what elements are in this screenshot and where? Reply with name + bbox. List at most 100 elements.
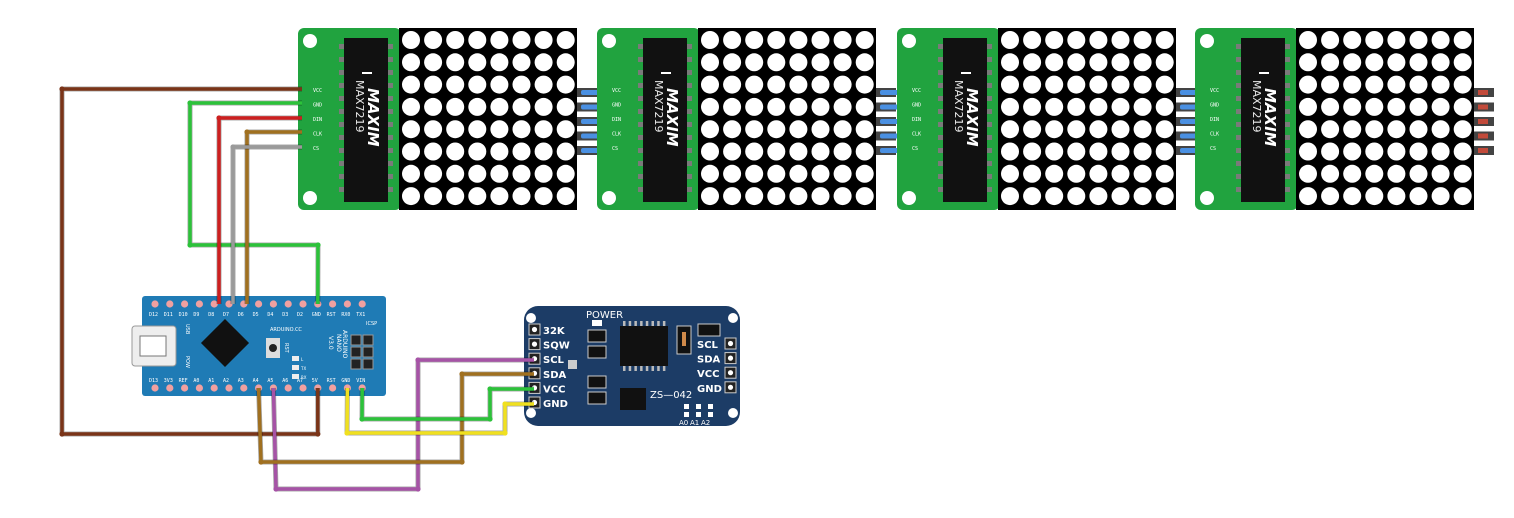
matrix-led bbox=[424, 75, 443, 94]
matrix-led bbox=[767, 164, 786, 183]
rtc-chip-leg bbox=[657, 366, 660, 371]
reset-knob[interactable] bbox=[269, 344, 277, 352]
matrix-led bbox=[1111, 31, 1130, 49]
chip-leg bbox=[339, 174, 344, 179]
chip-leg bbox=[638, 96, 643, 101]
addr-pad bbox=[708, 404, 713, 409]
matrix-led bbox=[1409, 53, 1428, 72]
matrix-led bbox=[1155, 31, 1174, 49]
matrix-led bbox=[468, 142, 487, 161]
matrix-led bbox=[1023, 164, 1042, 183]
nano-pin bbox=[329, 384, 337, 392]
chip-leg bbox=[938, 83, 943, 88]
nano-pin bbox=[210, 300, 218, 308]
chip-leg bbox=[1285, 122, 1290, 127]
module-connector bbox=[876, 88, 902, 155]
matrix-led bbox=[1387, 142, 1406, 161]
matrix-led bbox=[1155, 142, 1174, 161]
nano-pin-label: RST bbox=[327, 312, 336, 318]
wire-bend bbox=[502, 430, 508, 436]
matrix-led bbox=[1089, 31, 1108, 49]
matrix-led bbox=[446, 31, 465, 49]
rtc-chip-leg bbox=[640, 366, 643, 371]
pin-label: DIN bbox=[1210, 117, 1219, 123]
matrix-led bbox=[1453, 142, 1472, 161]
icsp-pin bbox=[362, 346, 374, 358]
matrix-led bbox=[855, 75, 874, 94]
icsp-pin bbox=[350, 334, 362, 346]
matrix-led bbox=[1321, 187, 1340, 206]
matrix-led bbox=[1045, 97, 1064, 116]
rtc-component bbox=[587, 375, 607, 389]
chip-leg bbox=[388, 44, 393, 49]
chip-leg bbox=[388, 83, 393, 88]
nano-pin-label: RX0 bbox=[341, 312, 350, 318]
matrix-led bbox=[490, 75, 509, 94]
rtc-hole bbox=[728, 408, 738, 418]
chip-leg bbox=[339, 70, 344, 75]
chip-leg bbox=[638, 135, 643, 140]
matrix-face bbox=[1296, 28, 1474, 210]
matrix-led bbox=[745, 164, 764, 183]
nano-pin-label: A0 bbox=[193, 378, 199, 384]
matrix-led bbox=[1343, 187, 1362, 206]
matrix-led bbox=[1045, 142, 1064, 161]
matrix-led bbox=[534, 97, 553, 116]
chip-leg bbox=[1236, 148, 1241, 153]
mounting-hole bbox=[1200, 191, 1214, 205]
nano-board bbox=[142, 296, 386, 396]
chip-leg bbox=[339, 122, 344, 127]
wire-bend bbox=[187, 242, 193, 248]
wire-cs bbox=[231, 145, 302, 304]
matrix-led bbox=[534, 142, 553, 161]
power-label: POWER bbox=[586, 310, 623, 321]
matrix-led bbox=[723, 31, 742, 49]
matrix-led bbox=[745, 97, 764, 116]
nano-pin-label: A1 bbox=[208, 378, 214, 384]
matrix-led bbox=[789, 31, 808, 49]
matrix-led bbox=[767, 31, 786, 49]
matrix-led bbox=[789, 120, 808, 139]
chip-leg bbox=[687, 187, 692, 192]
matrix-led bbox=[745, 31, 764, 49]
nano-pin bbox=[195, 300, 203, 308]
rtc-chip-leg bbox=[645, 366, 649, 371]
matrix-led bbox=[402, 53, 420, 72]
matrix-led bbox=[811, 31, 830, 49]
chip-leg bbox=[1285, 109, 1290, 114]
pin-label: CLK bbox=[313, 132, 322, 138]
connector-end bbox=[1478, 104, 1488, 110]
chip-leg bbox=[687, 161, 692, 166]
connector-jumper bbox=[880, 90, 902, 95]
rtc-chip-leg bbox=[623, 321, 626, 326]
matrix-led bbox=[833, 187, 852, 206]
nano-led bbox=[292, 365, 299, 370]
matrix-led bbox=[556, 120, 575, 139]
chip-leg bbox=[1236, 122, 1241, 127]
wire-bend bbox=[315, 431, 321, 437]
matrix-led bbox=[1321, 97, 1340, 116]
rtc-pin-dot bbox=[531, 326, 538, 333]
matrix-led bbox=[1343, 142, 1362, 161]
pin-label: VCC bbox=[313, 88, 322, 94]
chip-leg bbox=[987, 135, 992, 140]
led-matrix-chain: MAX7219MAXIMVCCGNDDINCLKCSMAX7219MAXIMVC… bbox=[298, 28, 1494, 210]
nano-pin bbox=[210, 384, 218, 392]
matrix-led bbox=[789, 187, 808, 206]
matrix-led bbox=[512, 120, 531, 139]
matrix-led bbox=[1431, 53, 1450, 72]
pin-label: VCC bbox=[912, 88, 921, 94]
matrix-led bbox=[402, 164, 420, 183]
power-led bbox=[592, 320, 602, 326]
matrix-led bbox=[468, 120, 487, 139]
matrix-led bbox=[1155, 164, 1174, 183]
matrix-led bbox=[402, 97, 420, 116]
chip-leg bbox=[938, 161, 943, 166]
matrix-led bbox=[1321, 31, 1340, 49]
rtc-pin-label: GND bbox=[697, 384, 722, 395]
matrix-led bbox=[723, 187, 742, 206]
matrix-led bbox=[1155, 97, 1174, 116]
matrix-led bbox=[1111, 53, 1130, 72]
pin-label: VCC bbox=[1210, 88, 1219, 94]
